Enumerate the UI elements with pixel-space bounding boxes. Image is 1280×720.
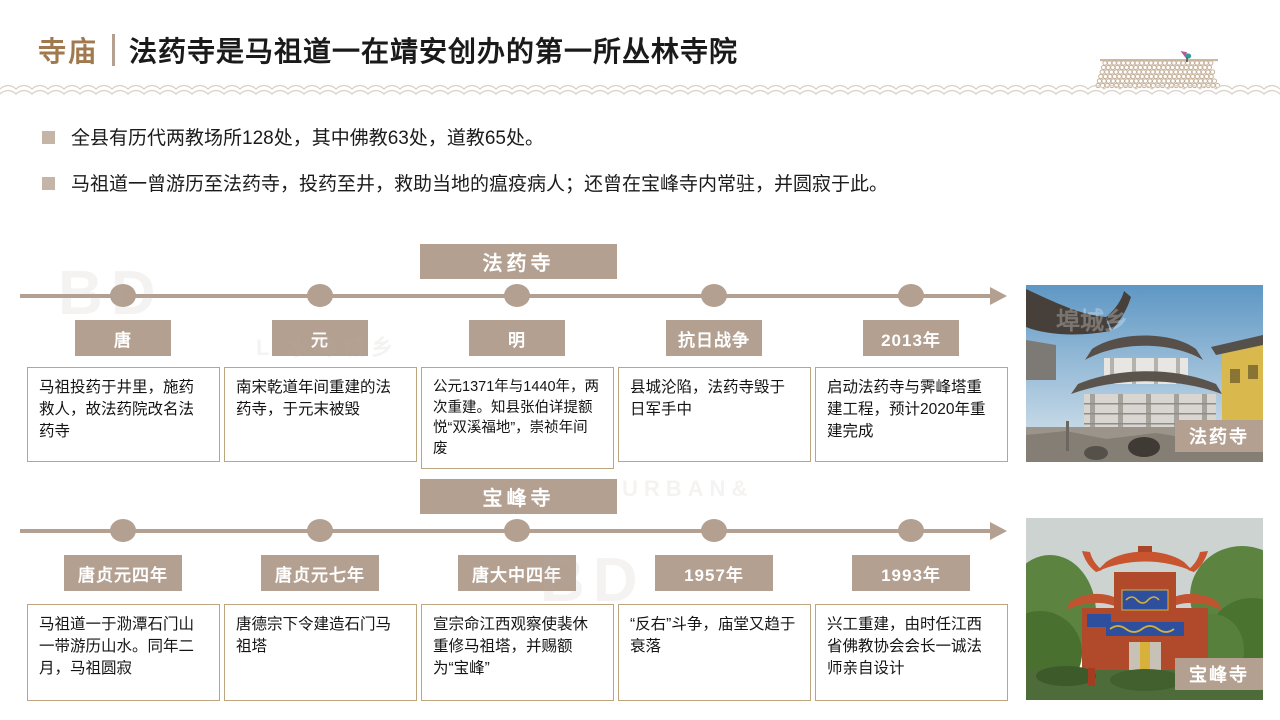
timeline-event-label: 唐 — [75, 320, 171, 356]
timeline-2-title: 宝峰寺 — [420, 479, 617, 514]
timeline-dot — [504, 284, 530, 307]
timeline-event-label: 2013年 — [863, 320, 959, 356]
timeline-event-desc: 宣宗命江西观察使裴休重修马祖塔，并赐额为“宝峰” — [421, 604, 614, 701]
section-kicker: 寺庙 — [38, 36, 99, 67]
timeline-dot — [110, 519, 136, 542]
temple-gate-image — [1026, 518, 1263, 700]
timeline-dot — [898, 284, 924, 307]
timeline-event-desc: 启动法药寺与霁峰塔重建工程，预计2020年重建完成 — [815, 367, 1008, 462]
timeline-1-arrowhead-icon — [990, 287, 1007, 305]
timeline-event-label: 唐大中四年 — [458, 555, 576, 591]
timeline-dot — [701, 519, 727, 542]
timeline-dot — [701, 284, 727, 307]
timeline-event-label: 元 — [272, 320, 368, 356]
roof-tiles-icon — [1095, 51, 1221, 89]
page-title: 法药寺是马祖道一在靖安创办的第一所丛林寺院 — [129, 36, 739, 67]
baofeng-temple-photo: 宝峰寺 — [1026, 518, 1263, 700]
bullet-text: 全县有历代两教场所128处，其中佛教63处，道教65处。 — [71, 128, 544, 149]
bullet-list: 全县有历代两教场所128处，其中佛教63处，道教65处。 马祖道一曾游历至法药寺… — [42, 126, 1192, 217]
title-divider — [112, 34, 116, 66]
timeline-event-desc: 兴工重建，由时任江西省佛教协会会长一诚法师亲自设计 — [815, 604, 1008, 701]
slide-header: 寺庙 法药寺是马祖道一在靖安创办的第一所丛林寺院 — [38, 30, 738, 70]
photo-caption: 宝峰寺 — [1175, 658, 1263, 690]
timeline-event-label: 1957年 — [655, 555, 773, 591]
timeline-event-desc: 公元1371年与1440年，两次重建。知县张伯详提额悦“双溪福地”，崇祯年间废 — [421, 367, 614, 470]
wavy-divider — [0, 84, 1280, 100]
timeline-dot — [504, 519, 530, 542]
timeline-dot — [307, 284, 333, 307]
timeline-1-title: 法药寺 — [420, 244, 617, 279]
timeline-event-desc: 马祖道一于泐潭石门山一带游历山水。同年二月，马祖圆寂 — [27, 604, 220, 701]
timeline-dot — [110, 284, 136, 307]
timeline-event-label: 明 — [469, 320, 565, 356]
watermark-text: URBAN& — [622, 476, 754, 501]
timeline-event-desc: 县城沦陷，法药寺毁于日军手中 — [618, 367, 811, 462]
timeline-event-label: 抗日战争 — [666, 320, 762, 356]
photo-caption: 法药寺 — [1175, 420, 1263, 452]
timeline-dot — [307, 519, 333, 542]
roof-illustration — [1092, 48, 1224, 98]
timeline-event-label: 1993年 — [852, 555, 970, 591]
bullet-item: 全县有历代两教场所128处，其中佛教63处，道教65处。 — [42, 126, 1192, 152]
svg-text:埠城乡: 埠城乡 — [1056, 307, 1128, 335]
faoyao-temple-photo: 埠城乡 法药寺 — [1026, 285, 1263, 462]
bullet-square-icon — [42, 131, 55, 144]
timeline-event-desc: 唐德宗下令建造石门马祖塔 — [224, 604, 417, 701]
bullet-text: 马祖道一曾游历至法药寺，投药至井，救助当地的瘟疫病人；还曾在宝峰寺内常驻，并圆寂… — [71, 173, 889, 195]
temple-construction-image: 埠城乡 — [1026, 285, 1263, 462]
bullet-item: 马祖道一曾游历至法药寺，投药至井，救助当地的瘟疫病人；还曾在宝峰寺内常驻，并圆寂… — [42, 172, 1192, 198]
timeline-event-desc: 马祖投药于井里，施药救人，故法药院改名法药寺 — [27, 367, 220, 462]
timeline-event-label: 唐贞元七年 — [261, 555, 379, 591]
bullet-square-icon — [42, 176, 55, 190]
timeline-event-desc: “反右”斗争，庙堂又趋于衰落 — [618, 604, 811, 701]
timeline-event-label: 唐贞元四年 — [64, 555, 182, 591]
timeline-event-desc: 南宋乾道年间重建的法药寺，于元末被毁 — [224, 367, 417, 462]
timeline-dot — [898, 519, 924, 542]
timeline-2-arrowhead-icon — [990, 522, 1007, 540]
